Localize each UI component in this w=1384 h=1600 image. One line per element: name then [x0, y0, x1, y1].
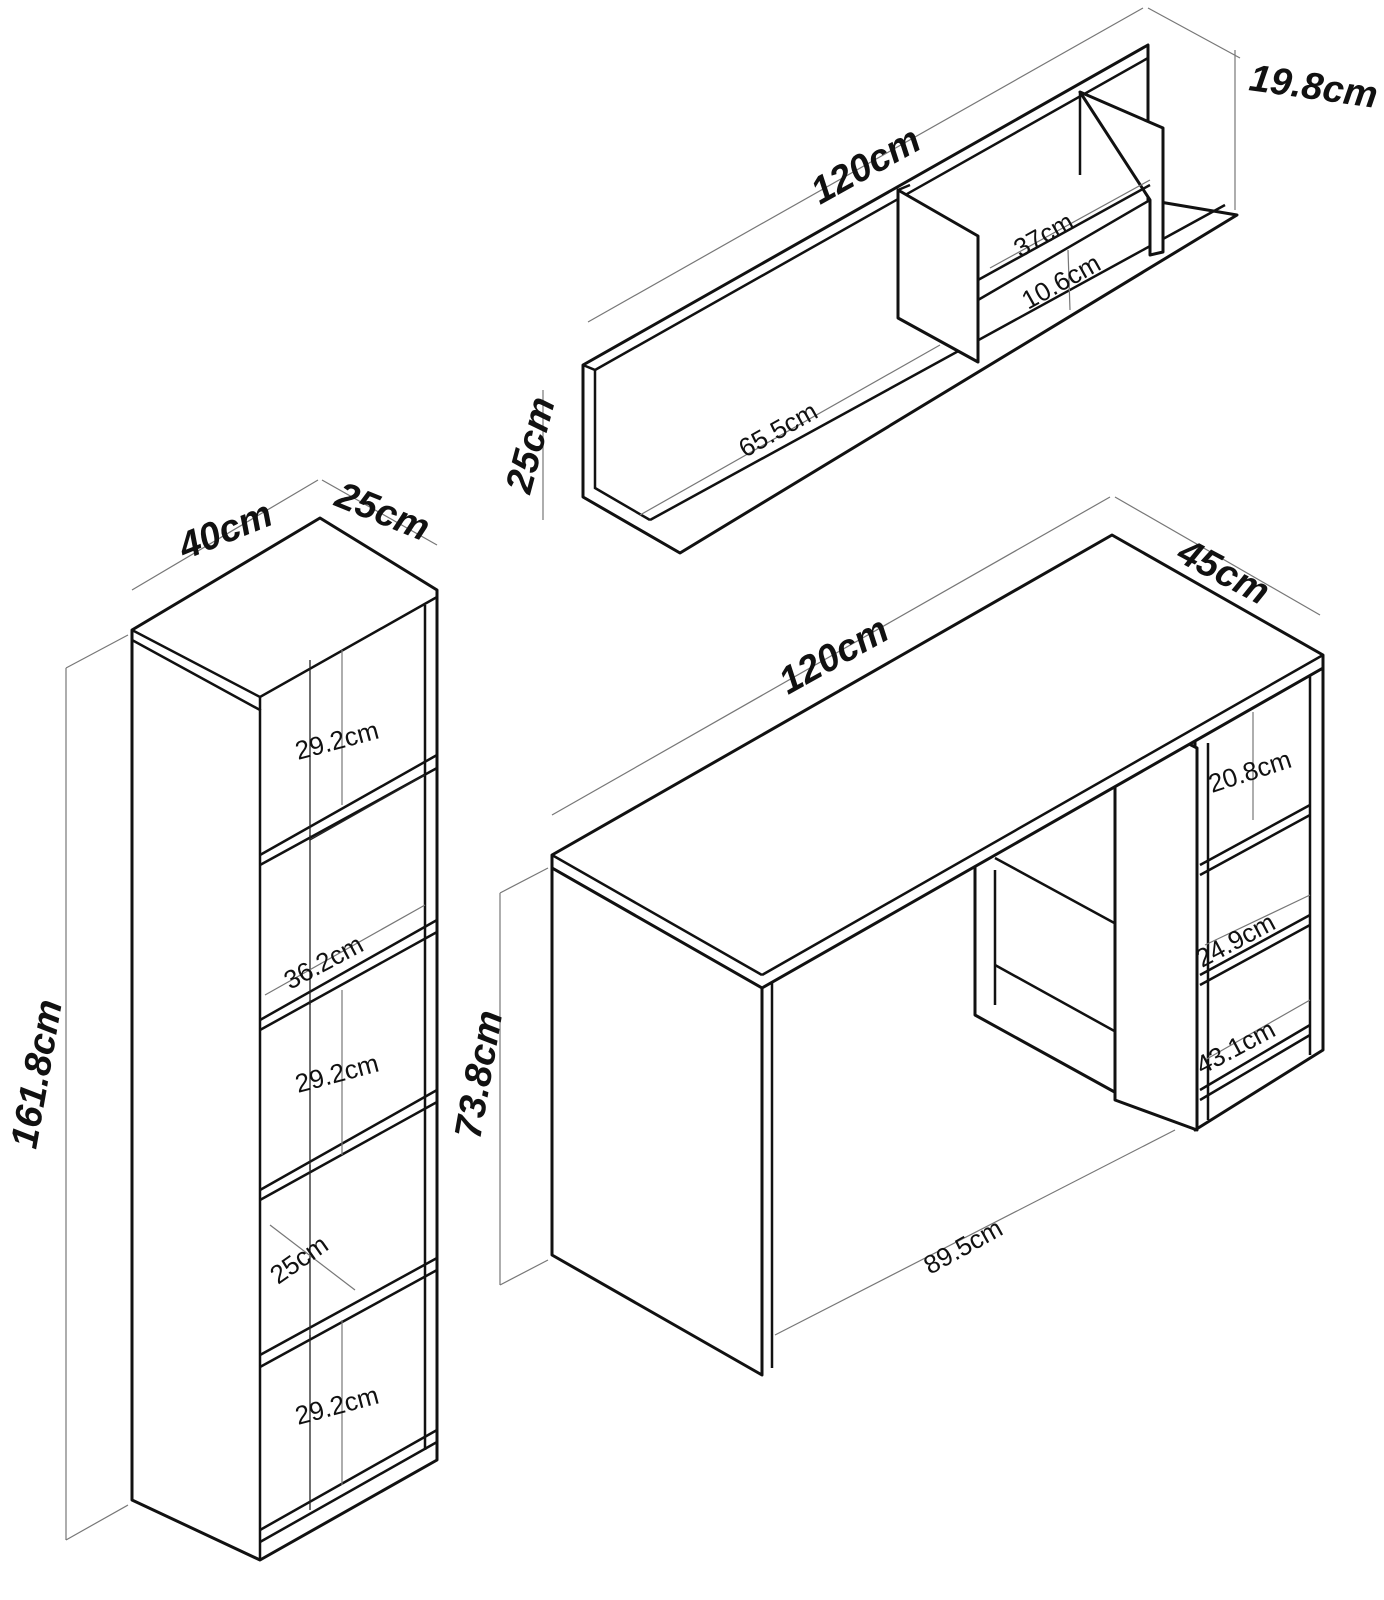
bookcase-shelves: [259, 660, 438, 1544]
wall-shelf-height-label: 25cm: [498, 393, 564, 499]
wall-shelf: 120cm 19.8cm 25cm 65.5cm 37cm 10.6cm: [498, 7, 1380, 555]
bookcase-outline: [130, 516, 439, 1562]
bookcase-height-label: 161.8cm: [4, 997, 71, 1152]
desk-height-label: 73.8cm: [448, 1007, 512, 1141]
desk-knee-space-width-label: 89.5cm: [918, 1213, 1007, 1281]
desk: 120cm 45cm 73.8cm 89.5cm 20.8cm 24.9cm 4…: [448, 496, 1325, 1377]
desk-side-panel: [1113, 740, 1199, 1132]
bookcase: 40cm 25cm 161.8cm 29.2cm 36.2cm 29.2cm 2…: [4, 474, 439, 1562]
wall-shelf-divider: [896, 188, 980, 364]
desk-left-panel: [550, 866, 764, 1377]
wall-shelf-depth-label: 19.8cm: [1247, 57, 1380, 117]
